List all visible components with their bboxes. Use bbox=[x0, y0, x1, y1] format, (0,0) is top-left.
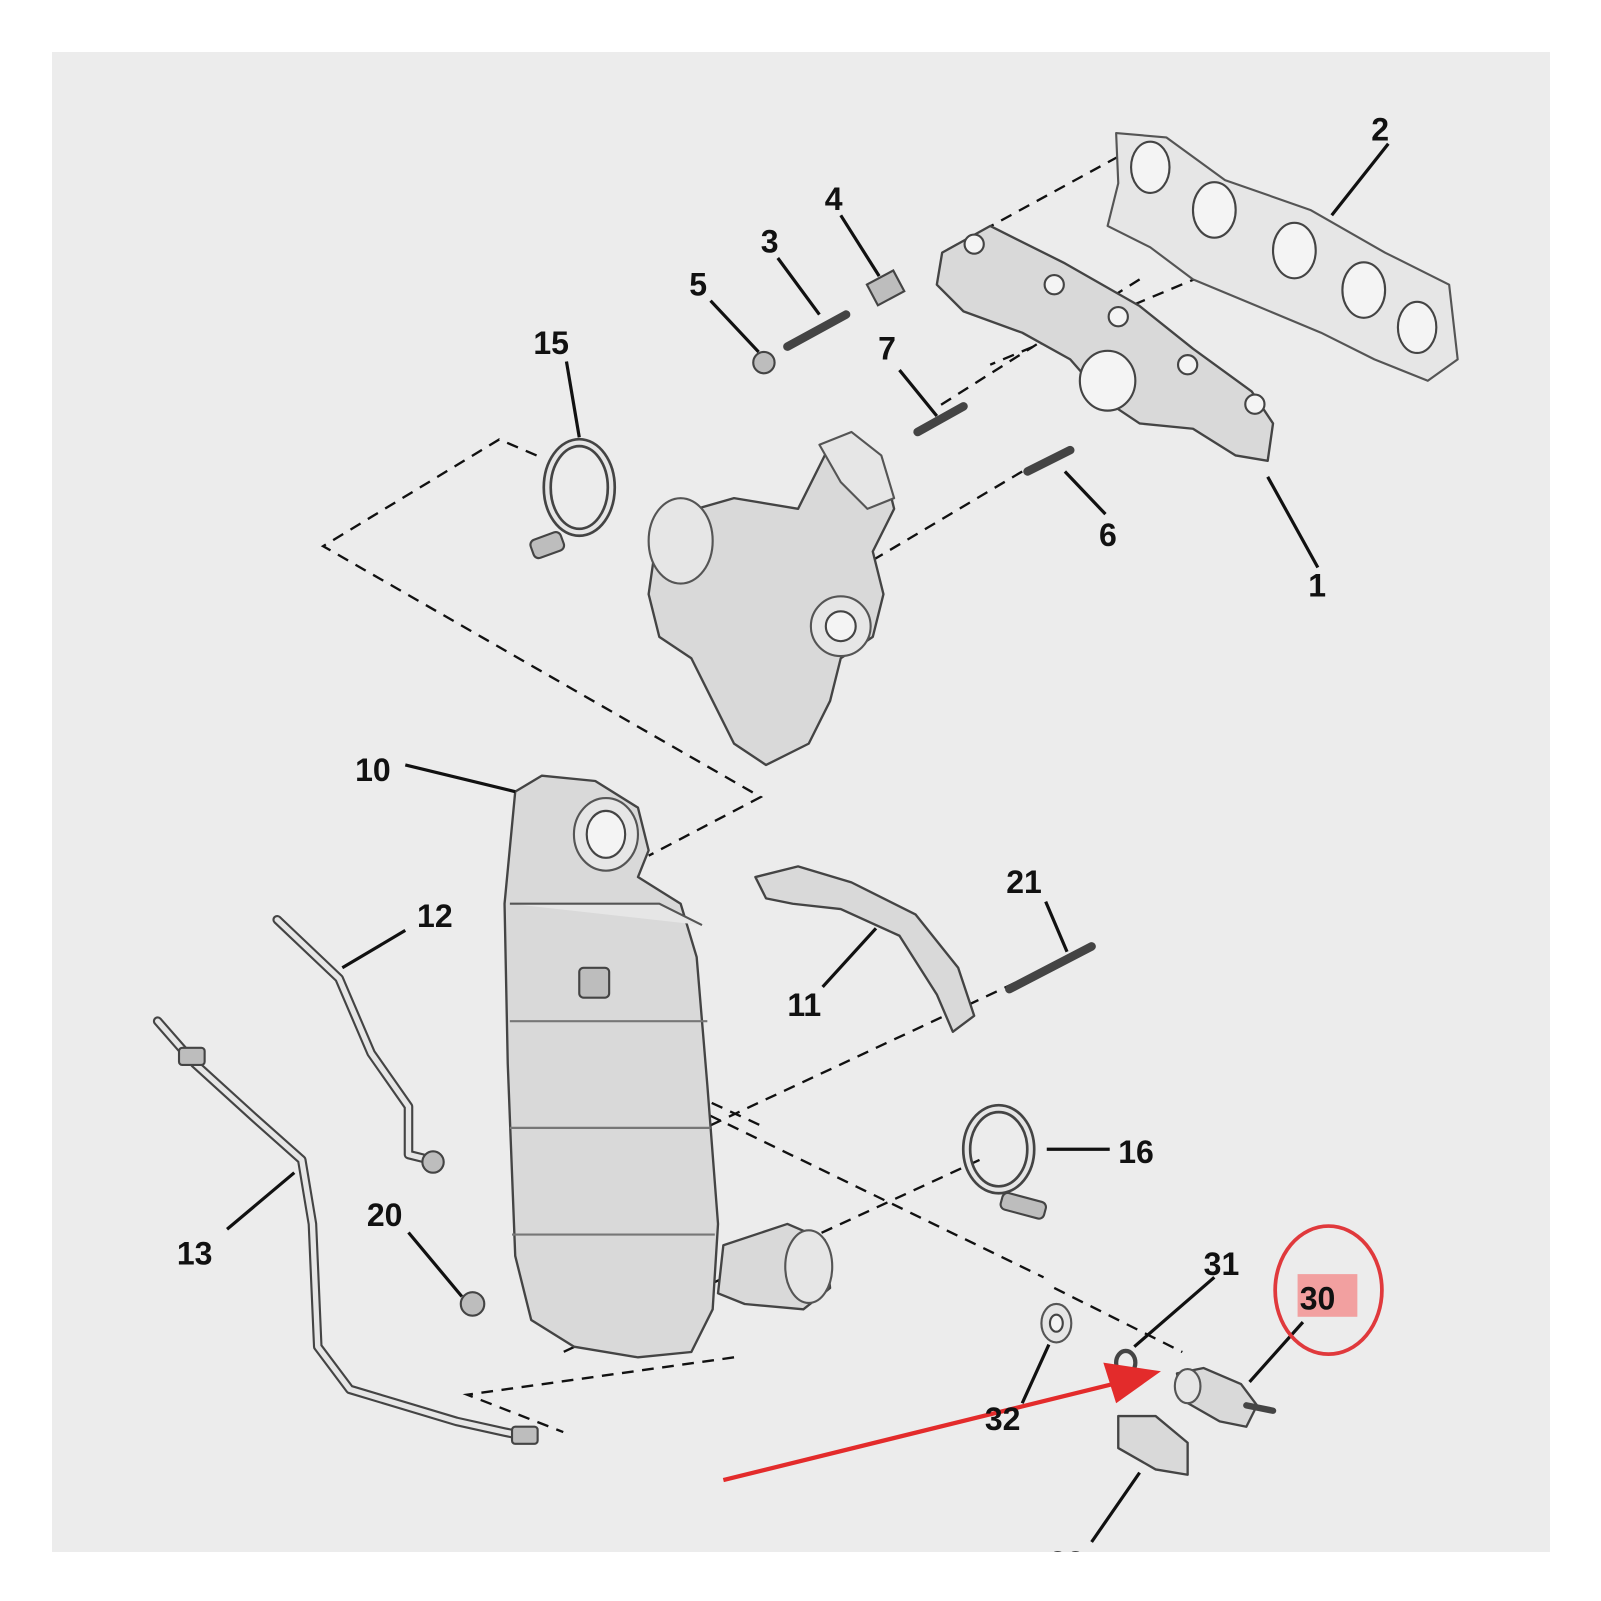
part-1-exhaust-manifold bbox=[935, 224, 1275, 462]
part-12-pipe bbox=[272, 914, 445, 1174]
callout-1: 1 bbox=[1308, 567, 1326, 603]
callout-6: 6 bbox=[1099, 517, 1117, 553]
turbocharger bbox=[647, 430, 896, 767]
callout-20: 20 bbox=[367, 1197, 403, 1233]
part-32-clip bbox=[1040, 1302, 1073, 1344]
part-21-stud bbox=[1005, 942, 1096, 994]
callout-2: 2 bbox=[1371, 112, 1389, 148]
callout-32: 32 bbox=[985, 1401, 1021, 1437]
part-10-dpf-converter bbox=[503, 774, 834, 1359]
callout-labels: 1 2 3 4 5 6 7 10 11 12 13 15 16 20 21 30… bbox=[177, 112, 1389, 1552]
callout-30: 30 bbox=[1300, 1280, 1336, 1316]
part-5-nut bbox=[752, 350, 776, 375]
diagram-frame: 1 2 3 4 5 6 7 10 11 12 13 15 16 20 21 30… bbox=[52, 52, 1550, 1552]
callout-7: 7 bbox=[878, 330, 896, 366]
callout-4: 4 bbox=[825, 181, 843, 217]
part-3-stud bbox=[783, 310, 851, 351]
part-15-clamp bbox=[529, 437, 617, 560]
part-6-stud bbox=[1023, 445, 1075, 476]
part-30-highlight bbox=[1273, 1224, 1384, 1357]
callout-31: 31 bbox=[1204, 1246, 1240, 1282]
callout-21: 21 bbox=[1006, 864, 1042, 900]
callout-15: 15 bbox=[533, 325, 569, 361]
callout-12: 12 bbox=[417, 898, 453, 934]
part-4-spacer bbox=[865, 269, 906, 307]
exhaust-exploded-diagram: 1 2 3 4 5 6 7 10 11 12 13 15 16 20 21 30… bbox=[152, 112, 1459, 1552]
callout-3: 3 bbox=[761, 224, 779, 260]
red-pointer-arrow bbox=[722, 1362, 1161, 1483]
part-13-pipe bbox=[152, 1016, 539, 1445]
part-16-clamp bbox=[961, 1103, 1048, 1220]
part-2-manifold-gasket bbox=[1106, 132, 1459, 382]
callout-5: 5 bbox=[689, 266, 707, 302]
part-30-sensor bbox=[1173, 1366, 1277, 1428]
part-20-nut bbox=[459, 1291, 486, 1317]
part-11-bracket bbox=[754, 865, 976, 1033]
callout-33: 33 bbox=[1049, 1545, 1085, 1552]
leader-lines bbox=[226, 142, 1390, 1543]
callout-11: 11 bbox=[787, 987, 821, 1023]
part-30-highlight-circle bbox=[1273, 1224, 1384, 1357]
callout-10: 10 bbox=[355, 752, 391, 788]
callout-13: 13 bbox=[177, 1235, 213, 1271]
part-7-stud bbox=[913, 402, 968, 437]
callout-16: 16 bbox=[1118, 1134, 1154, 1170]
part-30-highlight-box bbox=[1297, 1274, 1358, 1317]
part-33-heat-shield bbox=[1117, 1414, 1189, 1476]
